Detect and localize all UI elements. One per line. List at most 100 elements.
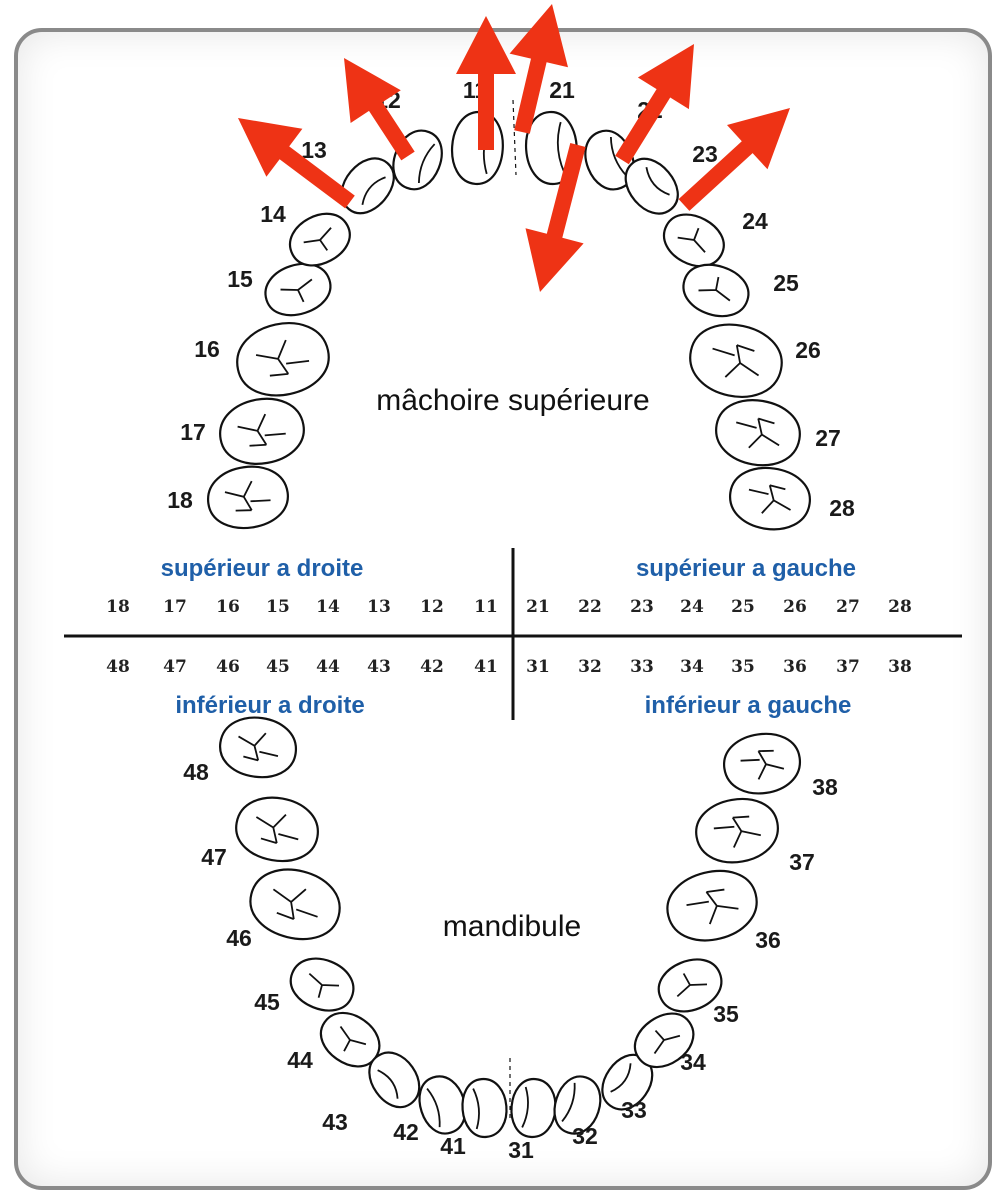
tooth-crown-shape	[204, 462, 292, 533]
upper-right-chart-number-17: 17	[163, 597, 187, 617]
upper-tooth-number-15: 15	[227, 266, 253, 292]
movement-arrow-2	[344, 58, 415, 160]
upper-tooth-number-27: 27	[815, 425, 841, 451]
lower-tooth-number-34: 34	[680, 1049, 706, 1075]
lower-tooth-45	[283, 950, 361, 1019]
upper-left-chart-number-24: 24	[680, 597, 704, 617]
lower-right-chart-number-45: 45	[266, 657, 290, 677]
lower-left-chart-number-36: 36	[783, 657, 807, 677]
tooth-crown-shape	[726, 463, 814, 534]
lower-tooth-number-41: 41	[440, 1133, 466, 1159]
upper-right-chart-number-16: 16	[216, 597, 240, 617]
upper-tooth-17	[215, 392, 309, 470]
midline-upper	[513, 100, 516, 175]
upper-right-chart-number-11: 11	[474, 597, 498, 617]
upper-tooth-number-18: 18	[167, 487, 193, 513]
upper-tooth-number-24: 24	[742, 208, 768, 234]
upper-tooth-number-23: 23	[692, 141, 718, 167]
lower-right-chart-number-44: 44	[316, 657, 340, 677]
upper-tooth-26	[683, 317, 788, 405]
upper-left-chart-number-26: 26	[783, 597, 807, 617]
lower-tooth-number-48: 48	[183, 759, 209, 785]
tooth-crown-shape	[509, 1077, 558, 1139]
upper-tooth-number-21: 21	[549, 77, 575, 103]
upper-right-chart-number-13: 13	[367, 597, 391, 617]
lower-right-chart-number-42: 42	[420, 657, 444, 677]
tooth-crown-shape	[231, 791, 323, 867]
tooth-crown-shape	[683, 317, 788, 405]
upper-tooth-11	[450, 110, 506, 185]
lower-left-chart-number-34: 34	[680, 657, 704, 677]
lower-tooth-number-37: 37	[789, 849, 815, 875]
lower-right-chart-number-46: 46	[216, 657, 240, 677]
upper-tooth-number-14: 14	[260, 201, 286, 227]
lower-tooth-number-46: 46	[226, 925, 252, 951]
lower-right-chart-number-48: 48	[106, 657, 130, 677]
upper-tooth-25	[677, 257, 755, 324]
tooth-crown-shape	[660, 862, 764, 949]
lower-tooth-46	[243, 861, 347, 948]
tooth-crown-shape	[450, 110, 506, 185]
quadrant-label-upper-right: supérieur a droite	[161, 555, 364, 582]
upper-tooth-27	[711, 394, 805, 472]
lower-left-chart-number-33: 33	[630, 657, 654, 677]
upper-right-chart-number-15: 15	[266, 597, 290, 617]
lower-tooth-48	[216, 713, 299, 782]
upper-right-chart-number-14: 14	[316, 597, 340, 617]
tooth-crown-shape	[243, 861, 347, 948]
lower-left-chart-number-38: 38	[888, 657, 912, 677]
lower-tooth-number-38: 38	[812, 774, 838, 800]
lower-right-chart-number-41: 41	[474, 657, 498, 677]
lower-left-chart-number-35: 35	[731, 657, 755, 677]
tooth-crown-shape	[215, 392, 309, 470]
lower-right-chart-number-47: 47	[163, 657, 187, 677]
movement-arrow-1	[238, 118, 355, 208]
lower-jaw-label: mandibule	[443, 910, 581, 943]
lower-tooth-number-33: 33	[621, 1097, 647, 1123]
lower-left-chart-number-32: 32	[578, 657, 602, 677]
lower-tooth-41	[460, 1077, 509, 1139]
lower-tooth-number-47: 47	[201, 844, 227, 870]
lower-tooth-number-31: 31	[508, 1137, 534, 1163]
upper-left-chart-number-23: 23	[630, 597, 654, 617]
upper-left-chart-number-25: 25	[731, 597, 755, 617]
lower-right-chart-number-43: 43	[367, 657, 391, 677]
upper-right-chart-number-12: 12	[420, 597, 444, 617]
quadrant-label-lower-right: inférieur a droite	[175, 692, 364, 719]
lower-tooth-number-43: 43	[322, 1109, 348, 1135]
lower-tooth-31	[509, 1077, 558, 1139]
upper-left-chart-number-27: 27	[836, 597, 860, 617]
movement-arrow-5	[615, 44, 694, 164]
upper-tooth-number-25: 25	[773, 270, 799, 296]
upper-left-chart-number-22: 22	[578, 597, 602, 617]
lower-tooth-37	[691, 793, 783, 869]
lower-tooth-47	[231, 791, 323, 867]
upper-tooth-16	[230, 315, 335, 403]
upper-left-chart-number-21: 21	[526, 597, 550, 617]
upper-tooth-15	[259, 256, 337, 323]
quadrant-label-upper-left: supérieur a gauche	[636, 555, 856, 582]
lower-left-chart-number-37: 37	[836, 657, 860, 677]
upper-tooth-24	[655, 205, 732, 276]
lower-tooth-number-44: 44	[287, 1047, 313, 1073]
upper-tooth-number-26: 26	[795, 337, 821, 363]
tooth-crown-shape	[720, 729, 803, 798]
upper-tooth-number-17: 17	[180, 419, 206, 445]
tooth-crown-shape	[230, 315, 335, 403]
upper-right-chart-number-18: 18	[106, 597, 130, 617]
quadrant-label-lower-left: inférieur a gauche	[645, 692, 852, 719]
tooth-crown-shape	[691, 793, 783, 869]
upper-left-chart-number-28: 28	[888, 597, 912, 617]
lower-tooth-number-35: 35	[713, 1001, 739, 1027]
tooth-crown-shape	[216, 713, 299, 782]
tooth-crown-shape	[460, 1077, 509, 1139]
upper-tooth-number-28: 28	[829, 495, 855, 521]
lower-tooth-number-42: 42	[393, 1119, 419, 1145]
upper-tooth-18	[204, 462, 292, 533]
tooth-crown-shape	[711, 394, 805, 472]
upper-tooth-number-16: 16	[194, 336, 220, 362]
lower-tooth-number-45: 45	[254, 989, 280, 1015]
upper-tooth-28	[726, 463, 814, 534]
lower-tooth-36	[660, 862, 764, 949]
